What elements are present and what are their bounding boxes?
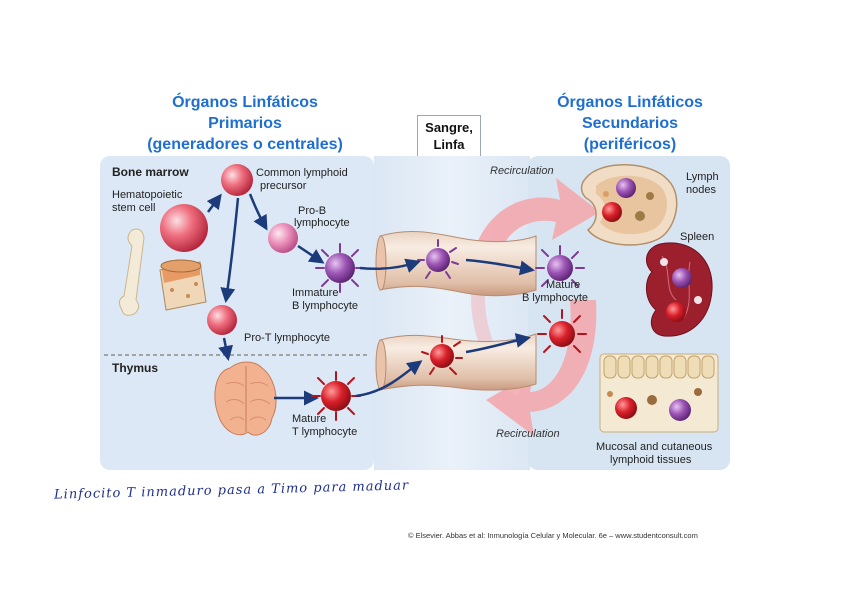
arrow-clp-to-prob: [248, 193, 268, 231]
copyright-text: © Elsevier. Abbas et al: Inmunología Cel…: [408, 531, 698, 540]
pro-b-label-line1: Pro-B: [298, 205, 326, 217]
recirculation-arrow-top: [470, 178, 600, 270]
pro-b-lymphocyte-cell: [268, 223, 298, 253]
blood-lymph-label-box: Sangre, Linfa: [417, 115, 481, 156]
recirculation-arrow-bottom: [486, 300, 597, 436]
arrow-clp-to-prot: [220, 197, 240, 303]
arrow-hsc-to-clp: [206, 193, 222, 213]
hsc-label-line2: stem cell: [112, 202, 155, 214]
blood-label: Sangre,: [425, 120, 473, 135]
arrow-vessel-to-mature-b: [465, 258, 535, 276]
lymph-nodes-label-line2: nodes: [686, 184, 716, 196]
mature-t-label-line1: Mature: [292, 413, 326, 425]
mucosal-label-line1: Mucosal and cutaneous: [596, 441, 713, 453]
mature-t-cell-periphery: [537, 309, 587, 353]
blood-lymph-panel: [374, 156, 530, 470]
arrow-prot-to-thymus: [218, 337, 234, 361]
lymph-label: Linfa: [433, 137, 465, 152]
mucosal-tissue-illustration: [599, 353, 719, 433]
immature-b-label-line2: B lymphocyte: [292, 300, 358, 312]
mucosal-label-line2: lymphoid tissues: [610, 454, 692, 466]
hematopoietic-stem-cell: [160, 204, 208, 252]
secondary-title-line1: Órganos Linfáticos: [557, 94, 703, 111]
mature-t-label-line2: T lymphocyte: [292, 426, 357, 438]
recirculation-bottom-label: Recirculation: [496, 428, 560, 440]
primary-title-line3: (generadores o centrales): [147, 136, 343, 153]
primary-title-line1: Órganos Linfáticos: [172, 94, 318, 111]
common-lymphoid-precursor-cell: [221, 164, 253, 196]
secondary-organs-title: Órganos Linfáticos Secundarios (periféri…: [530, 92, 730, 155]
secondary-title-line2: Secundarios: [581, 115, 679, 132]
lymph-node-illustration: [580, 164, 678, 246]
thymus-label: Thymus: [112, 361, 158, 375]
bone-illustration: [118, 228, 207, 316]
spleen-illustration: [645, 242, 713, 337]
t-cell-in-vessel: [421, 335, 463, 375]
primary-organs-title: Órganos Linfáticos Primarios (generadore…: [140, 92, 350, 155]
arrow-prob-to-immature-b: [297, 244, 325, 264]
immature-b-lymphocyte-cell: [315, 243, 365, 293]
bone-marrow-label: Bone marrow: [112, 165, 189, 179]
pro-t-label: Pro-T lymphocyte: [244, 332, 330, 344]
pro-t-lymphocyte-cell: [207, 305, 237, 335]
thymus-illustration: [214, 361, 277, 436]
pro-b-label-line2: lymphocyte: [294, 217, 350, 229]
clp-label-line1: Common lymphoid: [256, 167, 348, 179]
recirculation-top-label: Recirculation: [490, 165, 554, 177]
mature-b-label-line2: B lymphocyte: [522, 292, 588, 304]
hsc-label-line1: Hematopoietic: [112, 189, 183, 201]
b-cell-in-vessel: [417, 239, 459, 279]
clp-label-line2: precursor: [260, 180, 307, 192]
primary-title-line2: Primarios: [208, 115, 282, 132]
lymph-nodes-label-line1: Lymph: [686, 171, 719, 183]
spleen-label: Spleen: [680, 231, 714, 243]
blood-vessel-bottom: [375, 333, 537, 391]
secondary-title-line3: (periféricos): [583, 136, 677, 153]
immature-b-label-line1: Immature: [292, 287, 338, 299]
arrow-vessel-to-mature-t: [465, 333, 531, 354]
mature-b-label-line1: Mature: [546, 279, 580, 291]
arrow-mature-t-to-vessel: [355, 360, 423, 398]
arrow-immature-b-to-vessel: [359, 258, 421, 273]
mature-b-lymphocyte-cell: [535, 245, 585, 287]
